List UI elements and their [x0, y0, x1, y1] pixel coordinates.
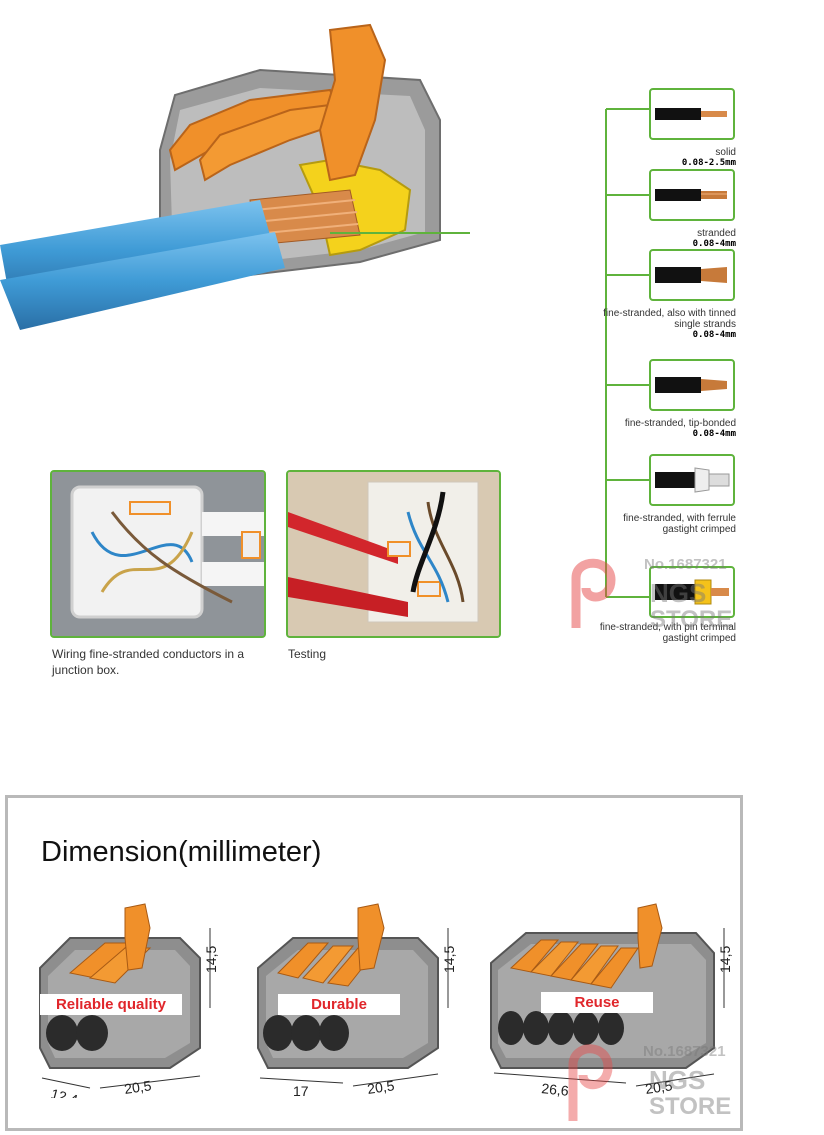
badge-durable: Durable	[278, 994, 400, 1015]
wire-ferrule-icon	[649, 454, 735, 506]
watermark-brand: NGS	[649, 1065, 706, 1095]
wire-stranded-icon	[649, 169, 735, 221]
height-label: 14,5	[717, 946, 733, 973]
wire-tip-bonded-icon	[649, 359, 735, 411]
connector-cutaway-illustration	[0, 0, 606, 345]
badge-reuse: Reuse	[541, 992, 653, 1013]
store-logo-icon	[571, 558, 616, 628]
watermark-store: STORE	[649, 1093, 732, 1120]
junction-box-photo	[50, 470, 266, 638]
junction-box-caption: Wiring fine-stranded conductors in a jun…	[52, 647, 245, 677]
wire-label-pin-terminal: fine-stranded, with pin terminal gastigh…	[599, 622, 736, 644]
height-label: 14,5	[203, 946, 219, 973]
dimension-title: Dimension(millimeter)	[41, 836, 322, 868]
testing-caption: Testing	[288, 647, 327, 661]
connector-5-lever: 14,5 26,6 20,5 Reuse	[486, 898, 741, 1099]
watermark-brand: NGS	[650, 578, 707, 608]
depth-label: 20,5	[644, 1077, 673, 1097]
badge-reliable-quality: Reliable quality	[40, 994, 182, 1015]
depth-label: 20,5	[123, 1077, 152, 1097]
width-label: 26,6	[541, 1080, 570, 1098]
wire-label-ferrule: fine-stranded, with ferrule gastight cri…	[623, 513, 736, 535]
connector-3-lever: 14,5 17 20,5 Durable	[248, 898, 478, 1099]
watermark-store: STORE	[650, 606, 733, 633]
store-logo-icon	[568, 1044, 613, 1121]
watermark-number: No.1687321	[644, 556, 727, 573]
connector-2-lever: 14,5 12,4 20,5 Reliable quality	[30, 898, 250, 1108]
dimension-panel: Dimension(millimeter) 14,5 12,4 20,5 Rel…	[5, 795, 743, 1131]
store-watermark-top: No.1687321 NGS STORE	[566, 548, 766, 638]
height-label: 14,5	[441, 946, 457, 973]
wire-fine-stranded-icon	[649, 249, 735, 301]
width-label: 17	[293, 1083, 309, 1098]
width-label: 12,4	[49, 1085, 80, 1098]
wire-solid-icon	[649, 88, 735, 140]
wire-bracket	[605, 108, 650, 598]
wire-label-fine-stranded: fine-stranded, also with tinned single s…	[603, 308, 736, 340]
store-watermark-bottom: No.1687321 NGS STORE	[563, 1033, 743, 1128]
testing-photo	[286, 470, 501, 638]
wire-pin-terminal-icon	[649, 566, 735, 618]
depth-label: 20,5	[366, 1077, 395, 1097]
watermark-number: No.1687321	[643, 1043, 726, 1060]
